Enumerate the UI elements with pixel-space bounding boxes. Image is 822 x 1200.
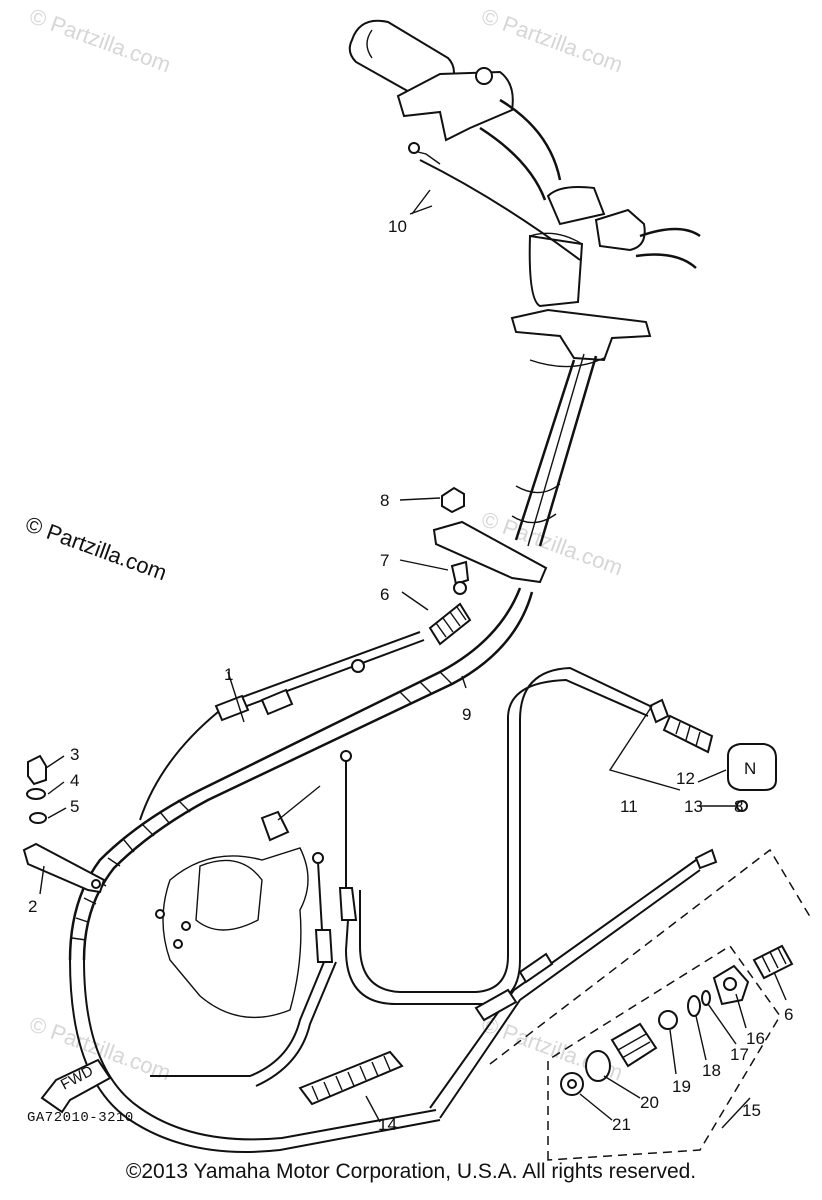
- neutral-cable: [344, 666, 714, 1005]
- leader-11: [608, 705, 681, 791]
- callout-9: 9: [462, 705, 471, 724]
- kit-15-box: [489, 848, 813, 1161]
- callout-4: 4: [70, 771, 79, 790]
- nut-13: [736, 800, 748, 812]
- handlebar-assembly: [348, 19, 701, 547]
- spring-6-upper: [428, 602, 472, 646]
- callout-18: 18: [702, 1061, 721, 1080]
- callout-16: 16: [746, 1029, 765, 1048]
- callout-8-lower: 8: [734, 797, 743, 816]
- callout-12: 12: [676, 769, 695, 788]
- callout-2: 2: [28, 897, 37, 916]
- watermark-top-left: © Partzilla.com: [26, 3, 174, 77]
- callout-1: 1: [224, 665, 233, 684]
- engine-cables: [150, 750, 358, 1087]
- callout-6-upper: 6: [380, 585, 389, 604]
- kit-15-parts: [560, 944, 794, 1096]
- callout-17: 17: [730, 1045, 749, 1064]
- callout-3: 3: [70, 745, 79, 764]
- watermark-top-right: © Partzilla.com: [478, 3, 626, 77]
- bracket-2: [22, 754, 106, 894]
- callout-20: 20: [640, 1093, 659, 1112]
- callout-8-upper: 8: [380, 491, 389, 510]
- leader-lines: [39, 189, 787, 1129]
- cable-lower-loop: [69, 959, 441, 1153]
- callout-6-lower: 6: [784, 1005, 793, 1024]
- neutral-knob-12: N: [727, 743, 777, 791]
- callout-7: 7: [380, 551, 389, 570]
- callout-11: 11: [620, 797, 638, 816]
- callout-10: 10: [388, 217, 407, 236]
- copyright-notice: ©2013 Yamaha Motor Corporation, U.S.A. A…: [125, 1160, 697, 1183]
- cable-sheath-9: [68, 587, 534, 961]
- callout-21: 21: [612, 1115, 631, 1134]
- carburetor-sketch: [155, 785, 321, 1019]
- diagram-reference-code: GA72010-3210: [27, 1110, 134, 1126]
- callouts: 10 8 7 6 1 9 3 4 5 2 12 11 13 8 14 21 20…: [28, 217, 793, 1134]
- callout-19: 19: [672, 1077, 691, 1096]
- cable-bracket-upper: [428, 486, 548, 646]
- forward-arrow: FWD: [40, 1058, 112, 1114]
- bolt-3: [27, 754, 47, 786]
- callout-13: 13: [684, 797, 703, 816]
- callout-14: 14: [378, 1115, 397, 1134]
- nut-8: [441, 486, 465, 514]
- shift-cable-1: [139, 631, 425, 821]
- callout-5: 5: [70, 797, 79, 816]
- cable-14: [298, 848, 718, 1119]
- neutral-knob-label: N: [744, 759, 756, 778]
- callout-15: 15: [742, 1101, 761, 1120]
- watermark-primary: © Partzilla.com: [22, 511, 170, 585]
